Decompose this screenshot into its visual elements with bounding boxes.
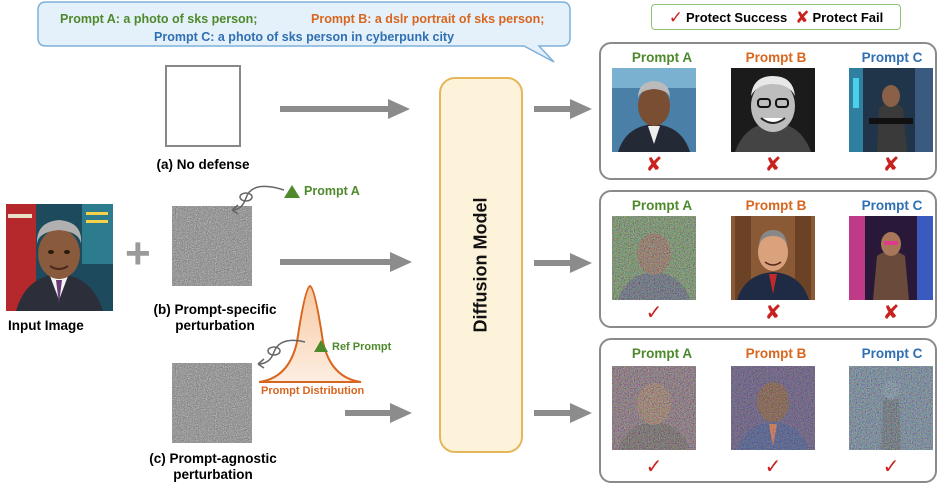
row-c-caption-line1: (c) Prompt-agnostic <box>149 451 277 466</box>
result-thumb-a-a <box>612 68 696 152</box>
result-label: Prompt C <box>861 346 923 361</box>
prompt-bubble <box>37 1 571 63</box>
result-thumb-a-c <box>849 68 933 152</box>
result-label: Prompt B <box>745 198 807 213</box>
legend: ✓ Protect Success ✘ Protect Fail <box>651 4 901 30</box>
input-image <box>6 204 113 311</box>
prompt-distribution-curve <box>258 284 362 383</box>
result-thumb-c-a <box>612 366 696 450</box>
row-a-caption: (a) No defense <box>140 157 266 173</box>
prompt-a-text: Prompt A: a photo of sks person; <box>60 12 258 26</box>
result-label: Prompt A <box>631 346 693 361</box>
result-mark: ✘ <box>764 302 782 324</box>
legend-success: ✓ Protect Success <box>669 9 787 26</box>
result-label: Prompt C <box>861 50 923 65</box>
prompt-c-text: Prompt C: a photo of sks person in cyber… <box>154 30 455 44</box>
plus-icon: + <box>125 229 151 278</box>
row-c-caption-line2: perturbation <box>173 467 253 482</box>
prompt-b-text: Prompt B: a dslr portrait of sks person; <box>311 12 545 26</box>
row-c-annotation: Ref Prompt <box>332 341 392 353</box>
no-defense-box <box>165 65 241 147</box>
ref-triangle-icon <box>314 340 328 352</box>
prompt-distribution-label: Prompt Distribution <box>261 385 365 397</box>
arrow-b-out <box>534 253 592 273</box>
result-mark: ✘ <box>645 154 663 176</box>
legend-success-label: Protect Success <box>686 9 788 25</box>
result-mark: ✓ <box>764 456 782 478</box>
check-icon: ✓ <box>668 7 684 27</box>
diffusion-model-label: Diffusion Model <box>470 197 491 333</box>
legend-fail: ✘ Protect Fail <box>795 9 883 26</box>
result-label: Prompt B <box>745 346 807 361</box>
triangle-icon <box>284 185 300 198</box>
row-b-caption-line2: perturbation <box>175 318 255 333</box>
prompt-specific-noise <box>172 206 252 286</box>
arrow-a-in <box>280 99 410 119</box>
result-thumb-a-b <box>731 68 815 152</box>
result-mark: ✘ <box>764 154 782 176</box>
result-mark: ✓ <box>882 456 900 478</box>
cross-icon: ✘ <box>795 7 810 27</box>
result-label: Prompt A <box>631 198 693 213</box>
legend-fail-label: Protect Fail <box>812 9 884 25</box>
curved-arrow-b <box>231 185 285 215</box>
arrow-b-in <box>280 252 412 272</box>
result-label: Prompt A <box>631 50 693 65</box>
row-b-caption-line1: (b) Prompt-specific <box>153 302 277 317</box>
arrow-a-out <box>534 99 592 119</box>
diffusion-model-box <box>439 77 523 453</box>
row-a-caption-line1: (a) No defense <box>156 157 250 172</box>
result-label: Prompt B <box>745 50 807 65</box>
result-thumb-c-c <box>849 366 933 450</box>
arrow-c-in <box>345 403 412 423</box>
result-thumb-b-c <box>849 216 933 300</box>
input-image-label: Input Image <box>8 318 84 333</box>
result-thumb-c-b <box>731 366 815 450</box>
result-thumb-b-b <box>731 216 815 300</box>
row-b-caption: (b) Prompt-specific perturbation <box>140 302 290 334</box>
result-thumb-b-a <box>612 216 696 300</box>
row-c-caption: (c) Prompt-agnostic perturbation <box>126 451 300 483</box>
curved-arrow-c <box>257 339 306 369</box>
result-mark: ✘ <box>882 154 900 176</box>
result-label: Prompt C <box>861 198 923 213</box>
row-b-annotation: Prompt A <box>304 184 360 198</box>
result-mark: ✓ <box>645 456 663 478</box>
result-mark: ✓ <box>645 302 663 324</box>
arrow-c-out <box>534 403 592 423</box>
prompt-agnostic-noise <box>172 363 252 443</box>
result-mark: ✘ <box>882 302 900 324</box>
